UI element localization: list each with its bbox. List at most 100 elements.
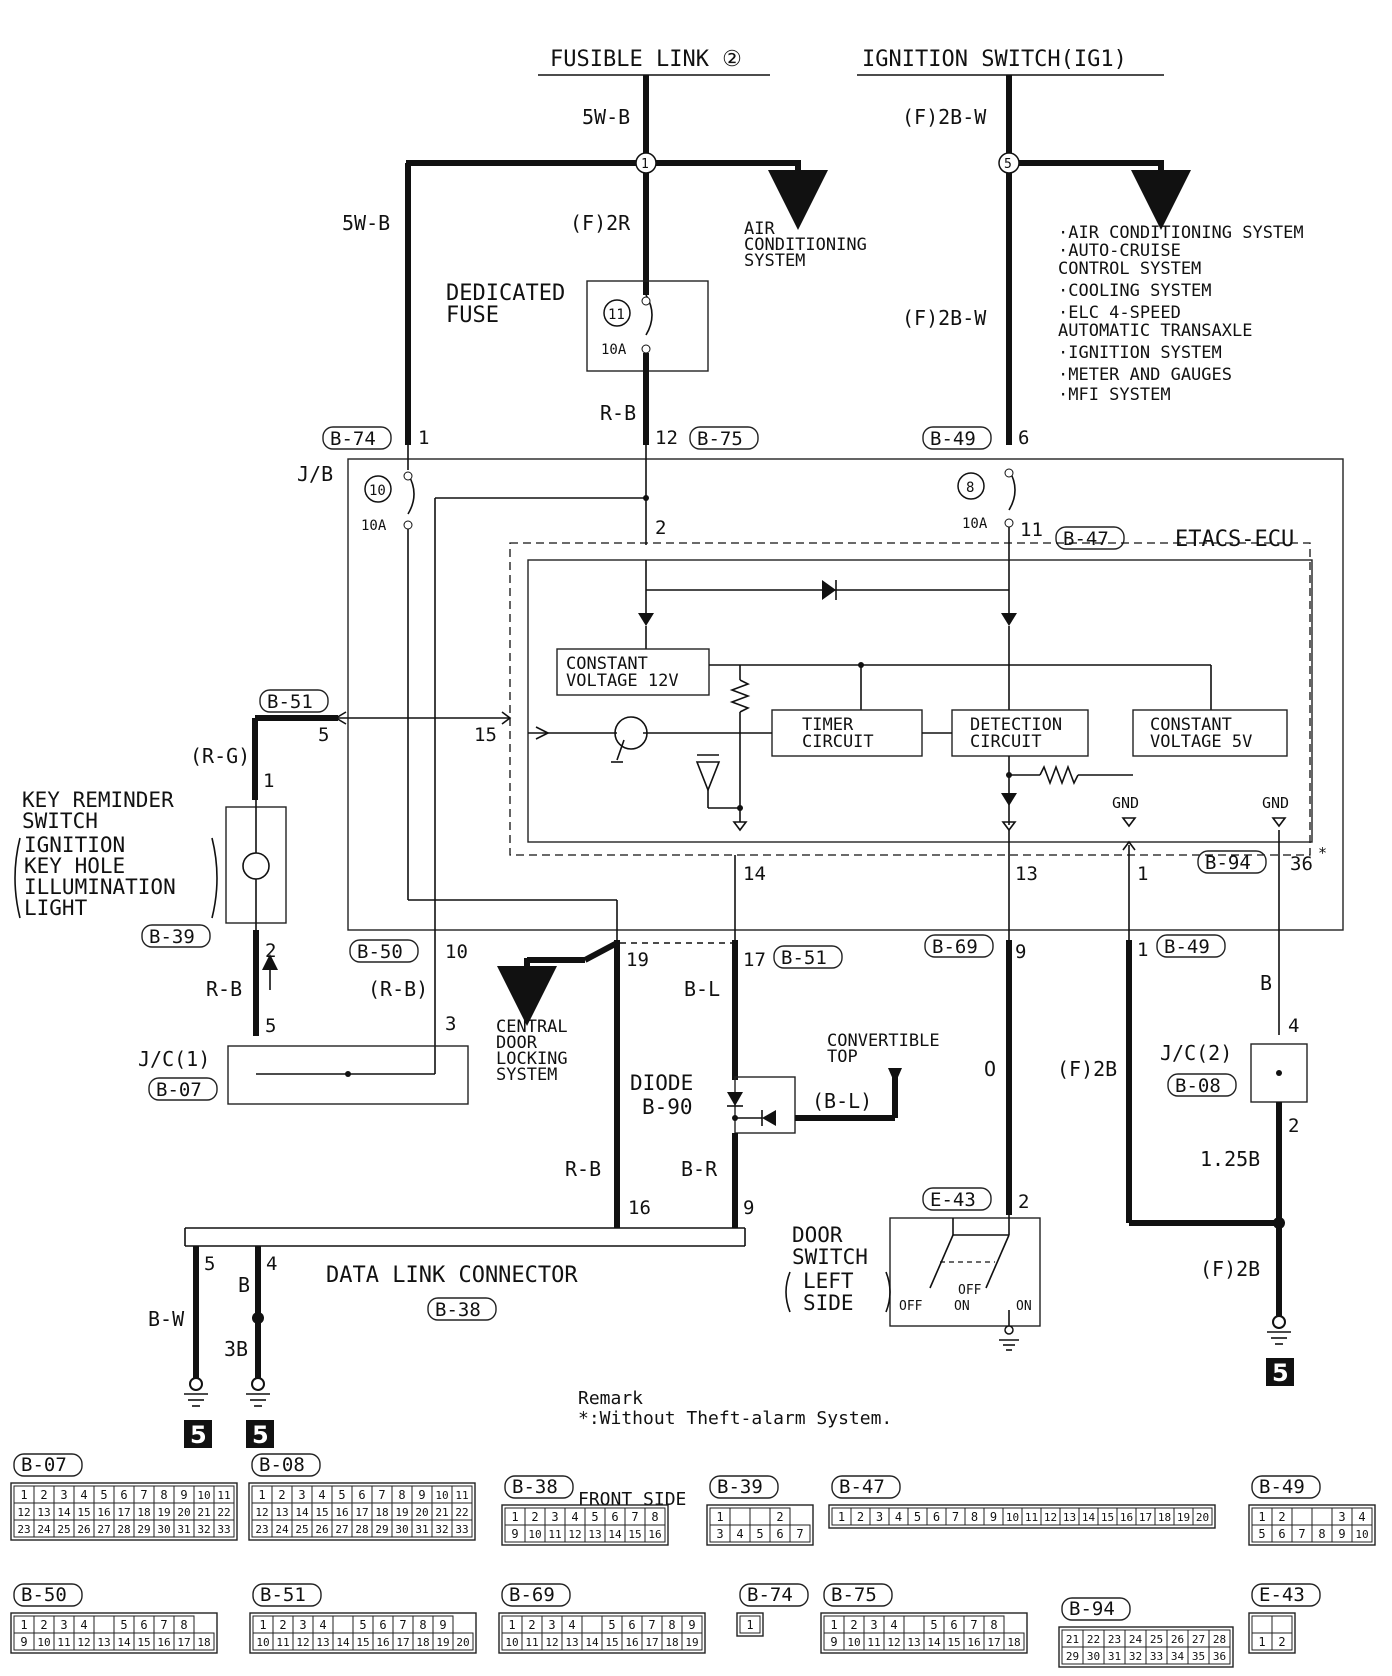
connector-pin-number: 29 xyxy=(375,1523,388,1536)
connector-pin-number: 33 xyxy=(1150,1650,1163,1663)
connector-view-name: B-47 xyxy=(839,1476,885,1498)
connector-view-name: B-50 xyxy=(21,1584,67,1606)
door-switch-label-2: SWITCH xyxy=(792,1245,868,1269)
connector-pin-number: 12 xyxy=(17,1506,30,1519)
fuse-10a-c: 10A xyxy=(962,516,988,532)
connector-pin-cell xyxy=(903,1615,925,1634)
connector-pin-number: 10 xyxy=(1355,1528,1368,1541)
connector-pin-number: 24 xyxy=(1129,1633,1143,1646)
dedicated-fuse-label-1: DEDICATED xyxy=(446,281,565,306)
connector-pin-number: 5 xyxy=(914,1510,921,1524)
pin-19: 19 xyxy=(626,949,649,971)
connector-pin-number: 36 xyxy=(1213,1650,1226,1663)
central-door-labels: CENTRAL DOOR LOCKING SYSTEM xyxy=(496,1017,568,1085)
junction-dot-ground xyxy=(1273,1217,1285,1229)
connector-pin-number: 6 xyxy=(120,1488,127,1502)
wire-f2b-mid-label: (F)2B xyxy=(1057,1057,1117,1081)
connector-view-body xyxy=(10,1612,218,1654)
connector-pin-number: 10 xyxy=(197,1489,210,1502)
connector-pin-number: 5 xyxy=(338,1488,345,1502)
connector-pin-number: 19 xyxy=(1177,1511,1190,1524)
connector-pin-number: 5 xyxy=(100,1488,107,1502)
connector-pin-number: 15 xyxy=(315,1506,328,1519)
connector-pin-number: 1 xyxy=(511,1510,518,1524)
connector-pin-number: 2 xyxy=(850,1618,857,1632)
connector-pin-number: 11 xyxy=(867,1636,880,1649)
wire-central-door-1 xyxy=(583,940,619,963)
ig-system-3: CONTROL SYSTEM xyxy=(1058,259,1201,279)
connector-pin-number: 3 xyxy=(60,1618,67,1632)
connector-pin-number: 10 xyxy=(37,1636,50,1649)
connector-pin-number: 9 xyxy=(830,1635,837,1649)
ig-systems-list: ·AIR CONDITIONING SYSTEM ·AUTO-CRUISE CO… xyxy=(1058,223,1304,405)
connector-pin-number: 6 xyxy=(611,1510,618,1524)
connector-pin-number: 13 xyxy=(316,1636,329,1649)
conn-tag-b51b-text: B-51 xyxy=(781,947,827,969)
connector-pin-number: 12 xyxy=(77,1636,90,1649)
connector-pin-number: 31 xyxy=(1108,1650,1121,1663)
ground-ref-right-text: 5 xyxy=(1272,1359,1289,1387)
wire-rb-fuse-label: R-B xyxy=(600,401,636,425)
connector-pin-number: 14 xyxy=(1082,1511,1096,1524)
air-conditioning-label-1: AIR xyxy=(744,219,775,239)
connector-pin-number: 13 xyxy=(97,1636,110,1649)
connector-pin-number: 2 xyxy=(857,1510,864,1524)
connector-pin-number: 2 xyxy=(279,1618,286,1632)
connector-pin-number: 18 xyxy=(197,1636,210,1649)
door-switch-paren-right xyxy=(885,1271,891,1313)
connector-view-body xyxy=(736,1612,764,1637)
connector-view-tag xyxy=(823,1583,893,1607)
pin-17: 17 xyxy=(743,949,766,971)
connector-pin-number: 13 xyxy=(588,1528,601,1541)
connector-pin-number: 21 xyxy=(1066,1633,1079,1646)
connector-pin-number: 27 xyxy=(97,1523,110,1536)
central-door-label-4: SYSTEM xyxy=(496,1065,557,1085)
connector-pin-cell xyxy=(581,1615,603,1634)
fusible-link-title: FUSIBLE LINK ② xyxy=(550,47,742,72)
connector-pin-number: 17 xyxy=(396,1636,409,1649)
conn-tag-b08 xyxy=(1167,1073,1237,1097)
connector-pin-number: 23 xyxy=(1108,1633,1121,1646)
diode-b90-2 xyxy=(762,1110,776,1126)
door-switch-paren-left xyxy=(785,1271,791,1313)
door-switch-on-2: ON xyxy=(1016,1299,1032,1314)
conn-tag-b49b xyxy=(1156,934,1226,958)
connector-pin-number: 11 xyxy=(1025,1511,1038,1524)
connector-pin-number: 15 xyxy=(947,1636,960,1649)
connector-view-name: B-51 xyxy=(260,1584,306,1606)
constant-12v-label-1: CONSTANT xyxy=(566,654,648,674)
zener-diode xyxy=(695,761,721,793)
connector-pin-number: 14 xyxy=(57,1506,71,1519)
connector-pin-number: 5 xyxy=(591,1510,598,1524)
timer-label-1: TIMER xyxy=(802,715,854,735)
connector-pin-number: 9 xyxy=(1338,1527,1345,1541)
connector-view-name: B-94 xyxy=(1069,1598,1115,1620)
ig-system-5: ·ELC 4-SPEED xyxy=(1058,303,1181,323)
connector-view-name: B-75 xyxy=(831,1584,877,1606)
connector-pin-cell xyxy=(1192,1507,1213,1526)
connector-pin-number: 17 xyxy=(355,1506,368,1519)
wire-rb-left-label: R-B xyxy=(206,977,242,1001)
connector-pin-number: 7 xyxy=(970,1618,977,1632)
connector-pin-number: 15 xyxy=(137,1636,150,1649)
ig-system-1: ·AIR CONDITIONING SYSTEM xyxy=(1058,223,1304,243)
fuse-11-circle xyxy=(603,299,631,327)
connector-pin-number: 16 xyxy=(648,1528,661,1541)
connector-pin-cell xyxy=(681,1632,703,1651)
pin-14: 14 xyxy=(743,863,766,885)
resistor-2 xyxy=(1039,764,1079,786)
connector-view-name: B-69 xyxy=(509,1584,555,1606)
conn-tag-b39-text: B-39 xyxy=(149,926,195,948)
terminal-pin15 xyxy=(501,711,512,725)
wire-br-label: B-R xyxy=(681,1157,718,1181)
fuse-8-circle xyxy=(957,472,985,500)
connector-pin-number: 18 xyxy=(137,1506,150,1519)
connector-pin-number: 4 xyxy=(736,1527,743,1541)
connector-pin-number: 26 xyxy=(1171,1633,1184,1646)
connector-pin-number: 3 xyxy=(60,1488,67,1502)
connector-pin-number: 22 xyxy=(455,1506,468,1519)
connector-pin-number: 4 xyxy=(568,1618,575,1632)
conn-tag-b51 xyxy=(259,689,329,713)
connector-pin-number: 24 xyxy=(37,1523,51,1536)
connector-pin-number: 28 xyxy=(117,1523,130,1536)
